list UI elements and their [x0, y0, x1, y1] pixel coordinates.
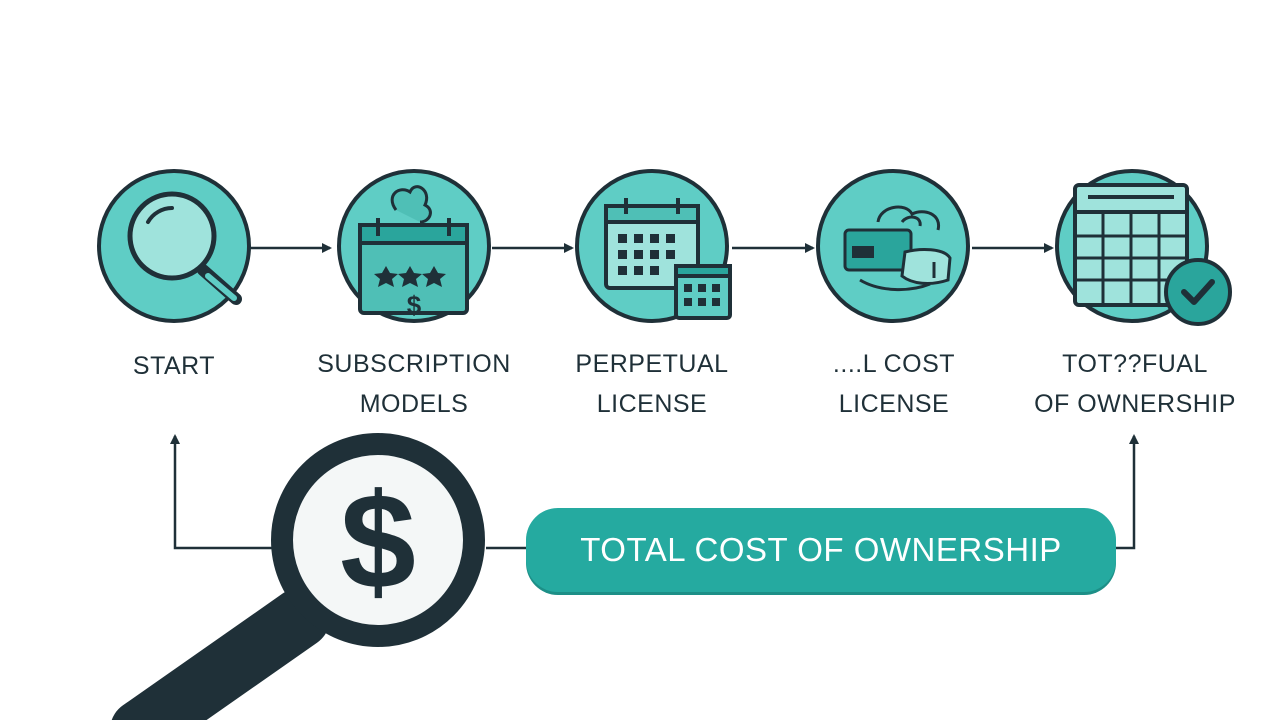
dollar-symbol: $ — [340, 465, 416, 617]
step-label-perpetual: PERPETUAL LICENSE — [552, 344, 752, 424]
calendar-icon — [604, 198, 732, 320]
step-perpetual-node — [575, 169, 732, 323]
step-label-ownership-line2: OF OWNERSHIP — [1034, 390, 1236, 418]
loop-arrow-left — [170, 434, 276, 550]
loop-arrow-right — [1116, 434, 1139, 550]
magnifier-icon — [127, 191, 242, 305]
svg-text:$: $ — [407, 290, 422, 320]
step-label-cost-license: ....L COST LICENSE — [798, 344, 990, 424]
step-subscription-node: $ — [337, 169, 491, 323]
card-cloud-icon — [843, 205, 952, 292]
step-label-cost-license-line2: LICENSE — [838, 390, 950, 418]
calendar-check-icon — [1073, 183, 1232, 326]
step-label-perpetual-line2: LICENSE — [596, 390, 708, 418]
step-label-ownership-line1: TOT??FUAL — [1062, 350, 1208, 378]
dollar-magnifier-icon: $ — [111, 433, 485, 720]
step-label-perpetual-line1: PERPETUAL — [575, 350, 729, 378]
step-label-start: START — [104, 346, 244, 386]
step-ownership-node — [1055, 169, 1232, 326]
step-start-node — [97, 169, 251, 323]
step-label-start-line1: START — [132, 352, 216, 380]
tco-pill: TOTAL COST OF OWNERSHIP — [526, 508, 1116, 592]
calendar-dollar-icon: $ — [358, 185, 469, 320]
step-label-subscription-line2: MODELS — [359, 390, 469, 418]
step-label-subscription: SUBSCRIPTION MODELS — [302, 344, 526, 424]
step-cost-license-node — [816, 169, 970, 323]
step-label-cost-license-line1: ....L COST — [832, 350, 956, 378]
step-label-subscription-line1: SUBSCRIPTION — [317, 350, 511, 378]
step-label-ownership: TOT??FUAL OF OWNERSHIP — [1012, 344, 1258, 424]
